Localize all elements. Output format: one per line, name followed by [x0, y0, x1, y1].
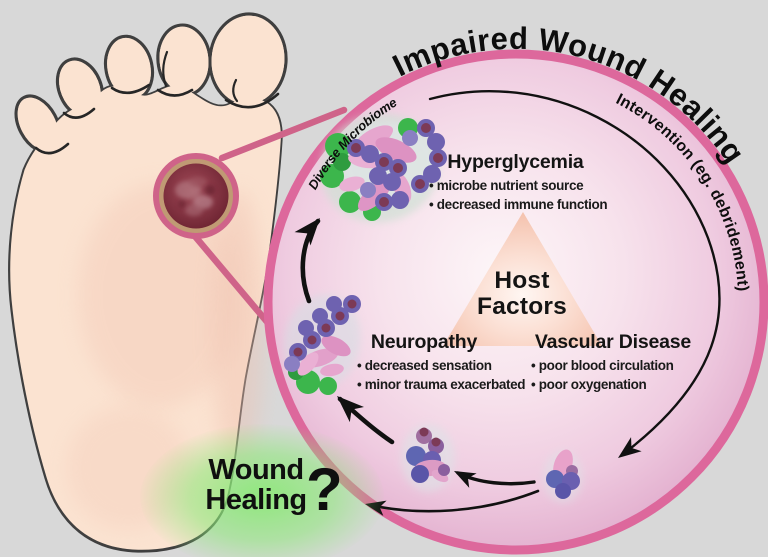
- question-mark: ?: [306, 456, 343, 523]
- wound-healing-label: Wound Healing: [166, 454, 346, 516]
- factor-neuropathy-title: Neuropathy: [370, 331, 478, 353]
- factor-hyperglycemia-bullet: • decreased immune function: [429, 197, 608, 213]
- toe-creases: [34, 50, 280, 155]
- factor-vascular-disease-bullet: • poor blood circulation: [531, 358, 674, 373]
- factor-vascular-disease: Vascular Disease • poor blood circulatio…: [523, 331, 703, 394]
- factor-hyperglycemia-title: Hyperglycemia: [447, 151, 584, 173]
- host-factors-label: Host Factors: [437, 268, 607, 320]
- green-glow: [140, 424, 384, 557]
- arrow-to-wound-healing: [368, 489, 540, 513]
- microbe-cluster-debrided: [543, 449, 583, 503]
- host-factors-triangle: [443, 212, 602, 346]
- host-factors-line2: Factors: [477, 292, 567, 320]
- factor-neuropathy-bullet: • decreased sensation: [357, 358, 492, 373]
- factor-vascular-disease-title: Vascular Disease: [534, 331, 692, 353]
- magnifier-callout-lines: [184, 106, 348, 327]
- microbe-cluster-small: [401, 424, 455, 492]
- wound-healing-line2: Healing: [205, 483, 307, 516]
- factor-neuropathy: Neuropathy • decreased sensation • minor…: [333, 331, 526, 394]
- factor-neuropathy-bullet: • minor trauma exacerbated: [357, 377, 526, 393]
- wound-healing-line1: Wound: [208, 454, 304, 486]
- microbe-cluster-regrowing: [283, 294, 361, 395]
- factor-hyperglycemia: Hyperglycemia • microbe nutrient source …: [413, 151, 618, 214]
- factor-hyperglycemia-bullet: • microbe nutrient source: [429, 178, 584, 193]
- factor-vascular-disease-bullet: • poor oxygenation: [531, 377, 647, 393]
- arrow-intervention-arc: [428, 90, 721, 457]
- host-factors-line1: Host: [494, 267, 550, 294]
- microbe-cluster-diverse: [320, 113, 447, 223]
- foot-ulcer-wound: [153, 153, 239, 239]
